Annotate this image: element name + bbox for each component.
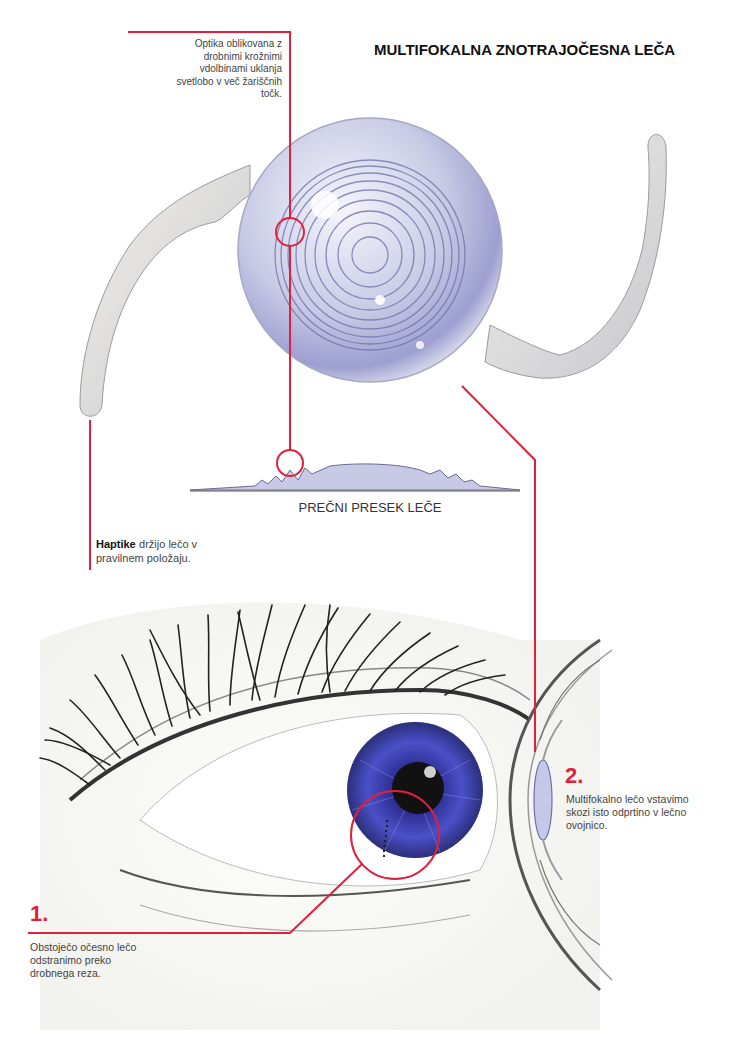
section-label: PREČNI PRESEK LEČE — [190, 500, 550, 516]
eye-skin — [40, 603, 600, 1031]
part-name: Haptike — [96, 538, 136, 550]
pupil — [392, 762, 444, 814]
lens-optic — [238, 118, 502, 382]
callout-text: Haptikedržijo lečo v pravilnem položaju. — [96, 538, 246, 566]
callout-number: 1. — [30, 900, 48, 928]
callout-text: Optika oblikovana z drobnimi krožnimi vd… — [166, 38, 282, 101]
callout-text: Obstoječo očesno lečo odstranimo preko d… — [30, 941, 142, 980]
diffractive-rings — [275, 160, 465, 350]
title: MULTIFOKALNA ZNOTRAJOČESNA LEČA — [374, 41, 675, 60]
callout-number: 2. — [565, 762, 583, 790]
incision — [383, 820, 388, 857]
callout-text: Multifokalno lečo vstavimo skozi isto od… — [566, 793, 691, 832]
iris — [347, 722, 483, 858]
lens-cross-section — [190, 464, 520, 490]
haptic — [485, 135, 666, 379]
implanted-lens — [534, 760, 552, 840]
haptic — [80, 165, 250, 416]
leader-lines — [28, 32, 535, 933]
